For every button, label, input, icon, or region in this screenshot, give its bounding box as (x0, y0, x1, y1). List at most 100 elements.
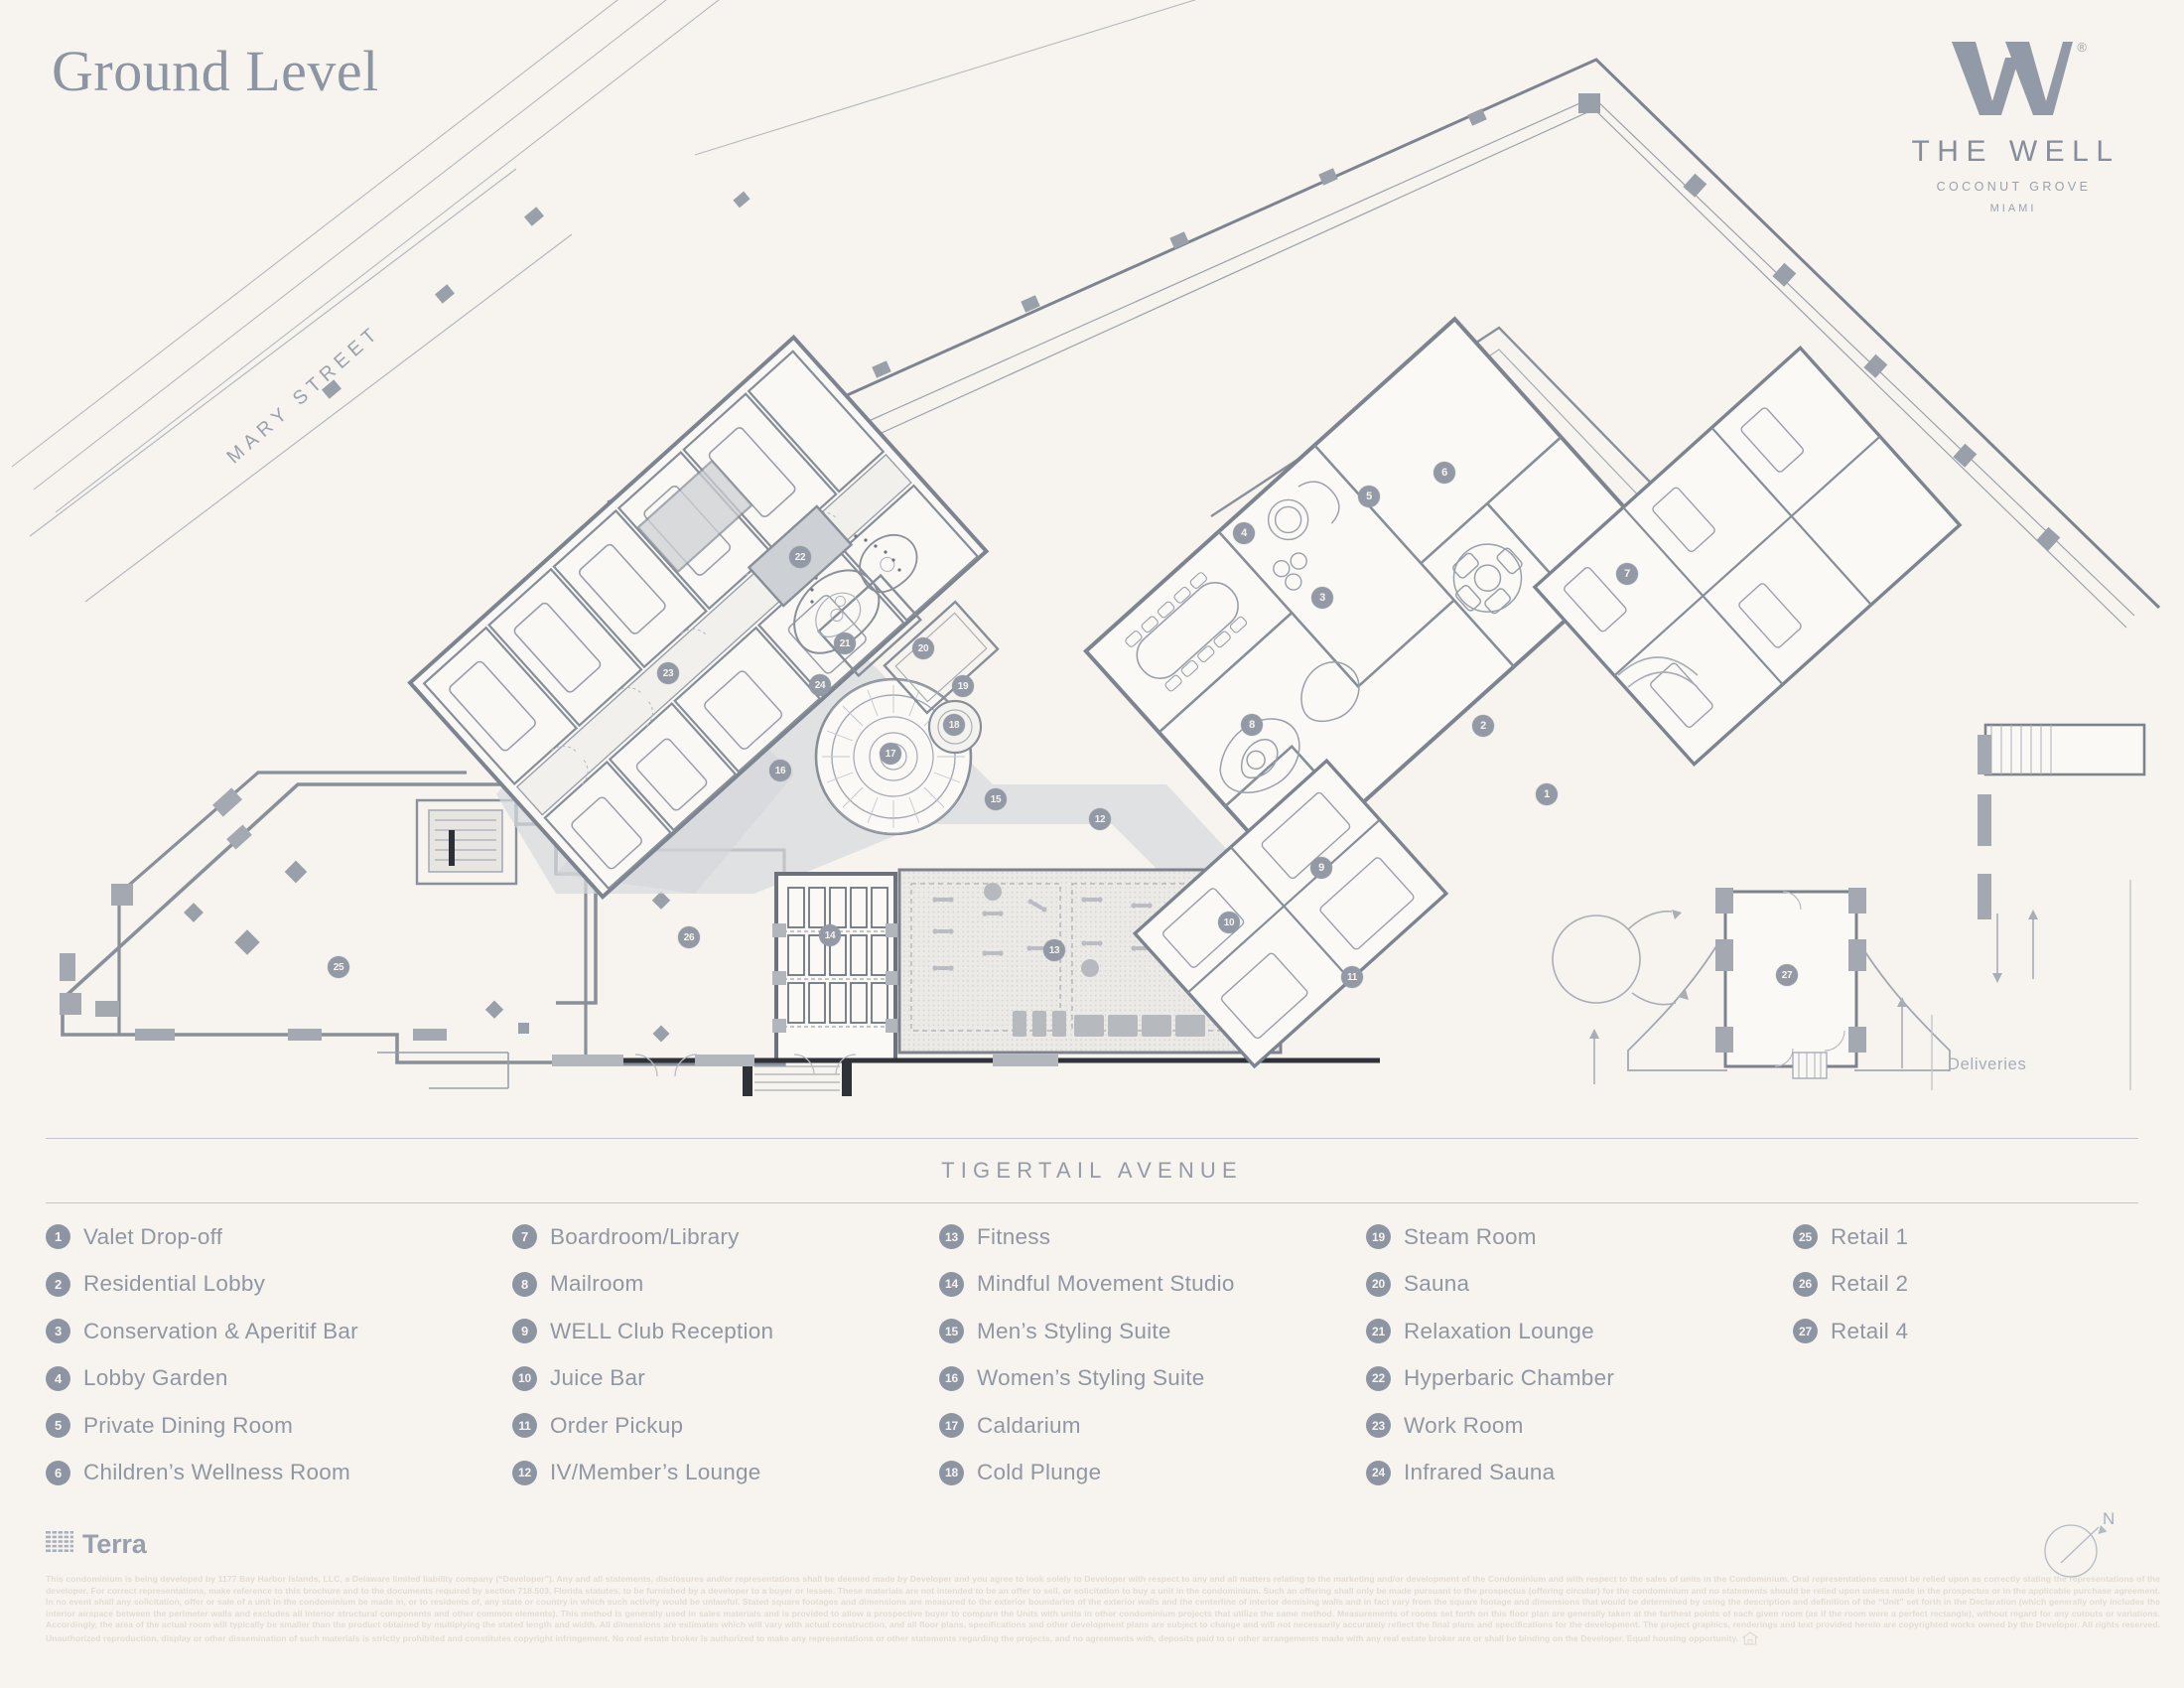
legend-item[interactable]: 16 Women’s Styling Suite (939, 1355, 1366, 1403)
plan-marker-5[interactable]: 5 (1358, 486, 1380, 507)
plan-marker-23[interactable]: 23 (657, 662, 679, 684)
brand-logo: ® THE WELL COCONUT GROVE MIAMI (1898, 40, 2126, 214)
legend-item-label: Valet Drop-off (83, 1223, 223, 1249)
brand-name: THE WELL (1911, 135, 2120, 168)
plan-marker-3[interactable]: 3 (1311, 587, 1333, 609)
plan-marker-12[interactable]: 12 (1089, 808, 1111, 830)
legend-item-label: Hyperbaric Chamber (1404, 1365, 1615, 1391)
legend-item-label: Mindful Movement Studio (977, 1271, 1235, 1297)
plan-marker-18[interactable]: 18 (943, 714, 965, 736)
plan-marker-26[interactable]: 26 (678, 926, 700, 948)
street-label-tigertail-avenue: TIGERTAIL AVENUE (46, 1138, 2138, 1203)
legend-item-number: 17 (939, 1413, 964, 1439)
plan-marker-19[interactable]: 19 (952, 675, 974, 697)
legend-item-label: WELL Club Reception (550, 1318, 774, 1343)
disclaimer-text: This condominium is being developed by 1… (46, 1574, 2160, 1643)
legend-item-label: Work Room (1404, 1412, 1524, 1438)
legal-disclaimer: This condominium is being developed by 1… (46, 1574, 2160, 1649)
plan-marker-7[interactable]: 7 (1616, 563, 1638, 585)
legend-item-number: 24 (1366, 1460, 1391, 1485)
plan-marker-8[interactable]: 8 (1241, 714, 1263, 736)
plan-marker-10[interactable]: 10 (1218, 912, 1240, 933)
deliveries-label: Deliveries (1948, 1055, 2027, 1073)
plan-marker-21[interactable]: 21 (834, 633, 856, 654)
north-arrow-icon: N (2037, 1507, 2132, 1587)
well-w-logomark-icon: ® (1950, 40, 2087, 117)
plan-marker-11[interactable]: 11 (1341, 966, 1363, 988)
legend-item[interactable]: 15 Men’s Styling Suite (939, 1308, 1366, 1355)
floor-plan-drawing (11, 0, 2161, 1096)
legend-item-number: 15 (939, 1319, 964, 1344)
legend-item-number: 7 (512, 1224, 537, 1250)
legend-item[interactable]: 26 Retail 2 (1793, 1261, 2130, 1309)
plan-marker-6[interactable]: 6 (1433, 462, 1455, 484)
plan-marker-13[interactable]: 13 (1043, 939, 1065, 961)
plan-marker-1[interactable]: 1 (1536, 783, 1558, 805)
plan-marker-14[interactable]: 14 (819, 924, 841, 946)
plan-marker-9[interactable]: 9 (1310, 857, 1332, 879)
plan-marker-25[interactable]: 25 (328, 956, 349, 978)
brand-city: MIAMI (1989, 203, 2037, 214)
legend-item-label: Sauna (1404, 1271, 1470, 1297)
legend-item[interactable]: 14 Mindful Movement Studio (939, 1261, 1366, 1309)
plan-marker-17[interactable]: 17 (880, 743, 901, 765)
legend-item-label: Conservation & Aperitif Bar (83, 1318, 358, 1343)
plan-marker-20[interactable]: 20 (912, 637, 934, 659)
legend-item-label: Relaxation Lounge (1404, 1318, 1594, 1343)
legend-item-number: 8 (512, 1271, 537, 1297)
legend-item-number: 13 (939, 1224, 964, 1250)
plan-marker-4[interactable]: 4 (1233, 522, 1255, 544)
north-letter: N (2103, 1509, 2116, 1528)
legend-item-label: Men’s Styling Suite (977, 1318, 1171, 1343)
plan-marker-22[interactable]: 22 (789, 546, 811, 568)
legend-item-number: 14 (939, 1271, 964, 1297)
legend-item-label: Juice Bar (550, 1365, 646, 1391)
legend-item-number: 18 (939, 1460, 964, 1485)
plan-marker-24[interactable]: 24 (809, 674, 831, 696)
legend-item-label: Caldarium (977, 1412, 1081, 1438)
legend-item-number: 26 (1793, 1271, 1818, 1297)
legend-item-number: 19 (1366, 1224, 1391, 1250)
legend-item-label: Lobby Garden (83, 1365, 228, 1391)
plan-marker-15[interactable]: 15 (985, 788, 1007, 810)
legend-item[interactable]: 17 Caldarium (939, 1402, 1366, 1450)
plan-marker-27[interactable]: 27 (1776, 964, 1798, 986)
legend-item-number: 2 (46, 1271, 70, 1297)
legend-item-number: 16 (939, 1365, 964, 1391)
legend-item-number: 25 (1793, 1224, 1818, 1250)
brand-locality: COCONUT GROVE (1936, 180, 2092, 194)
legend-item-label: Women’s Styling Suite (977, 1365, 1205, 1391)
plan-marker-2[interactable]: 2 (1472, 715, 1494, 737)
plan-marker-16[interactable]: 16 (769, 760, 791, 781)
street-label-tigertail-text: TIGERTAIL AVENUE (941, 1158, 1243, 1183)
legend-item-label: Retail 2 (1831, 1271, 1909, 1297)
